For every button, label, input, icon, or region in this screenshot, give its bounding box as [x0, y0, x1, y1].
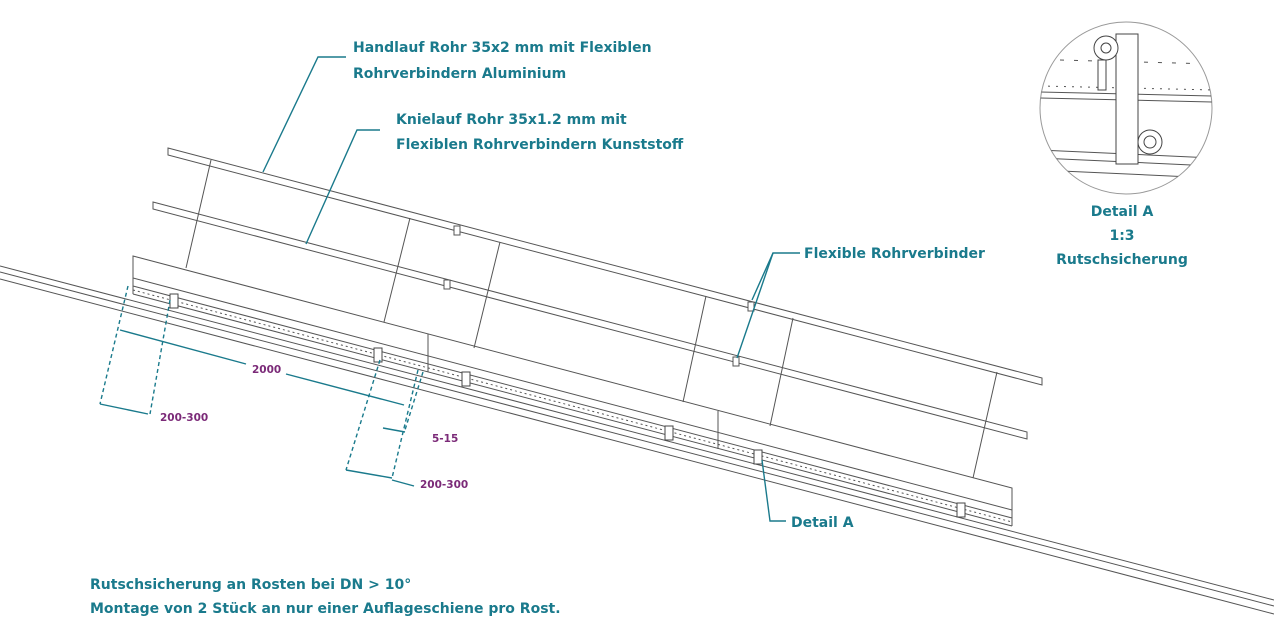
- detail-a-title: Detail A: [1091, 204, 1154, 220]
- dimension-span-label: 2000: [252, 364, 281, 376]
- callout-leaders: [262, 56, 800, 522]
- detail-a-scale: 1:3: [1109, 228, 1134, 244]
- dimension-offset-left-label: 200-300: [160, 412, 208, 424]
- grating-panels: [132, 255, 1013, 527]
- callout-flexible-rohrverbinder: Flexible Rohrverbinder: [804, 246, 985, 262]
- detail-a-view: [1039, 21, 1213, 195]
- anti-slip-clamps: [169, 293, 966, 518]
- dimension-lines: [99, 285, 424, 487]
- knee-rail: [152, 201, 1028, 440]
- support-rails: [0, 265, 1274, 615]
- callout-detail-a: Detail A: [791, 515, 854, 531]
- callout-knielauf-line1: Knielauf Rohr 35x1.2 mm mit: [396, 112, 627, 128]
- detail-a-caption: Rutschsicherung: [1056, 252, 1188, 268]
- handrail: [167, 147, 1043, 386]
- dimension-gap-label: 5-15: [432, 433, 458, 445]
- note-line2: Montage von 2 Stück an nur einer Auflage…: [90, 601, 561, 617]
- note-line1: Rutschsicherung an Rosten bei DN > 10°: [90, 577, 411, 593]
- callout-handlauf-line2: Rohrverbindern Aluminium: [353, 66, 566, 82]
- posts: [185, 159, 998, 479]
- callout-knielauf-line2: Flexiblen Rohrverbindern Kunststoff: [396, 137, 684, 153]
- dimension-offset-right-label: 200-300: [420, 479, 468, 491]
- callout-handlauf-line1: Handlauf Rohr 35x2 mm mit Flexiblen: [353, 40, 652, 56]
